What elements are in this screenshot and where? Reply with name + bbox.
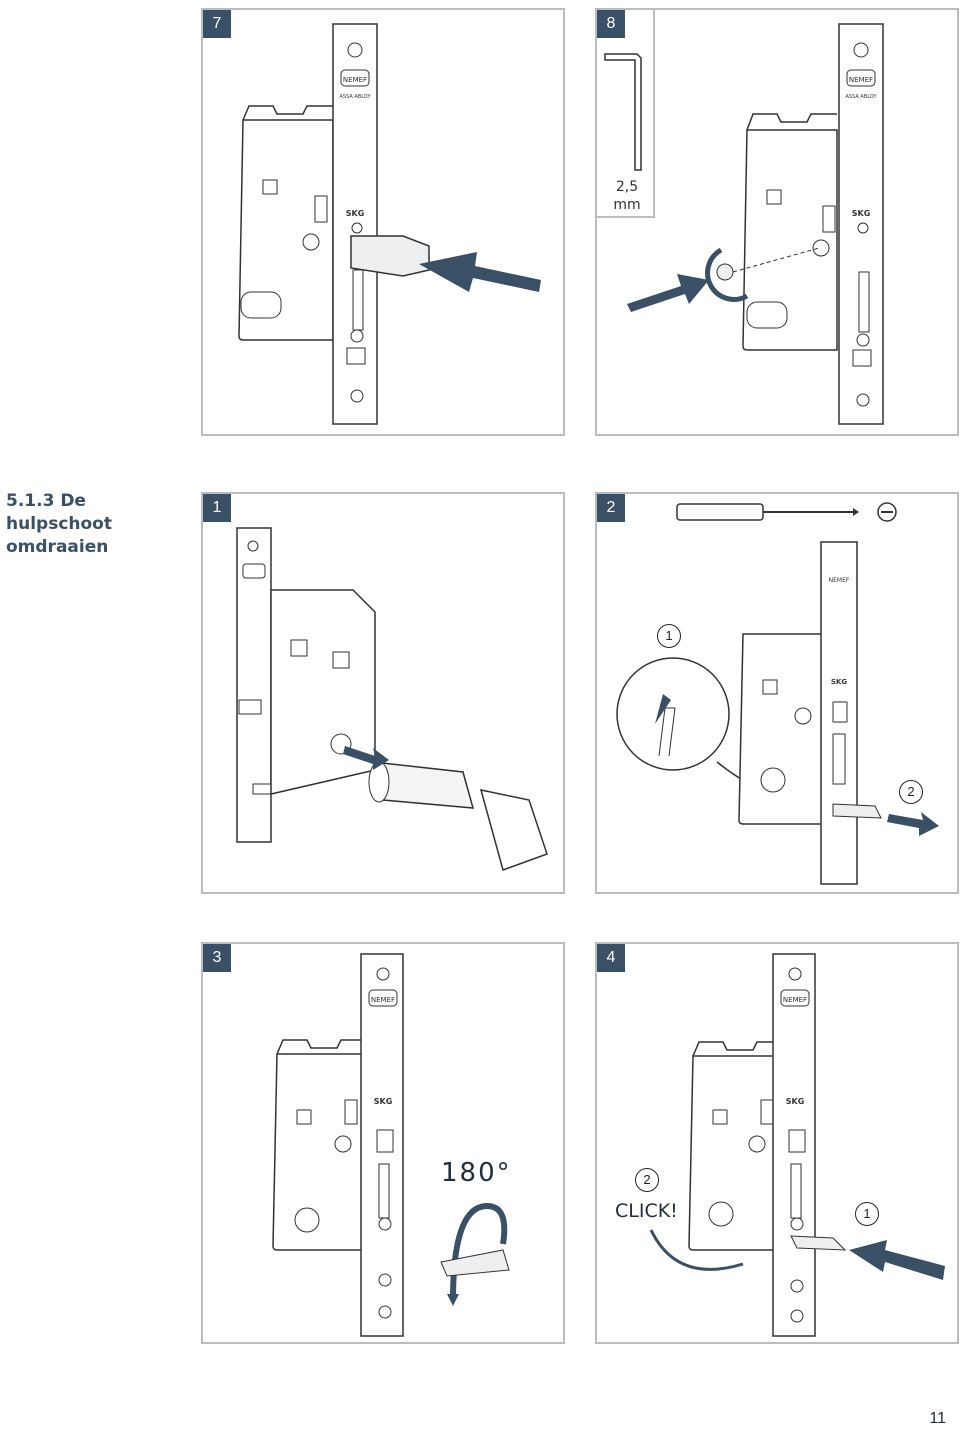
- panel-step-4: 4 NEMEF SKG 2 CLICK! 1: [595, 942, 959, 1344]
- panel-step-7: 7 NEMEF ASSA ABLOY SKG: [201, 8, 565, 436]
- callout-2: 2: [635, 1168, 659, 1192]
- step-badge: 2: [597, 494, 625, 522]
- brand-sub-text: ASSA ABLOY: [339, 94, 371, 100]
- rotation-label: 180°: [441, 1158, 512, 1188]
- page-number: 11: [929, 1410, 946, 1427]
- step-badge: 4: [597, 944, 625, 972]
- screwdriver-icon: [676, 503, 859, 521]
- skg-mark-text: SKG: [786, 1097, 805, 1106]
- step-badge: 8: [597, 10, 625, 38]
- brand-logo-text: NEMEF: [371, 996, 395, 1004]
- skg-mark-text: SKG: [346, 209, 365, 218]
- tool-box: [597, 10, 655, 218]
- section-title: 5.1.3 De hulpschoot omdraaien: [6, 491, 112, 557]
- skg-mark-text: SKG: [374, 1097, 393, 1106]
- skg-mark-text: SKG: [852, 209, 871, 218]
- brand-logo-text: NEMEF: [829, 577, 850, 584]
- panel-step-8: 8 NEMEF ASSA ABLOY SKG 2,5 mm: [595, 8, 959, 436]
- callout-2: 2: [899, 780, 923, 804]
- lock-illustration-8: NEMEF ASSA ABLOY SKG: [604, 23, 884, 425]
- lock-illustration-3: NEMEF SKG: [272, 953, 510, 1337]
- click-label: CLICK!: [615, 1200, 678, 1222]
- step-badge: 7: [203, 10, 231, 38]
- lock-illustration-1: [236, 527, 548, 871]
- lock-illustration-7: NEMEF ASSA ABLOY SKG: [238, 23, 541, 425]
- panel-step-3: 3 NEMEF SKG 180°: [201, 942, 565, 1344]
- lock-illustration-2: NEMEF SKG: [616, 502, 939, 885]
- brand-sub-text: ASSA ABLOY: [845, 94, 877, 100]
- hex-key-icon: [604, 53, 642, 171]
- panel-step-2: 2 NEMEF SKG 1 2: [595, 492, 959, 894]
- panel-step-1: 1: [201, 492, 565, 894]
- callout-1: 1: [657, 624, 681, 648]
- step-badge: 3: [203, 944, 231, 972]
- flat-head-icon: [877, 502, 897, 522]
- skg-mark-text: SKG: [831, 678, 847, 686]
- brand-logo-text: NEMEF: [849, 76, 873, 84]
- brand-logo-text: NEMEF: [783, 996, 807, 1004]
- lock-illustration-4: NEMEF SKG: [649, 953, 945, 1337]
- brand-logo-text: NEMEF: [343, 76, 367, 84]
- callout-1: 1: [855, 1202, 879, 1226]
- hex-key-size-label: 2,5 mm: [613, 179, 641, 213]
- step-badge: 1: [203, 494, 231, 522]
